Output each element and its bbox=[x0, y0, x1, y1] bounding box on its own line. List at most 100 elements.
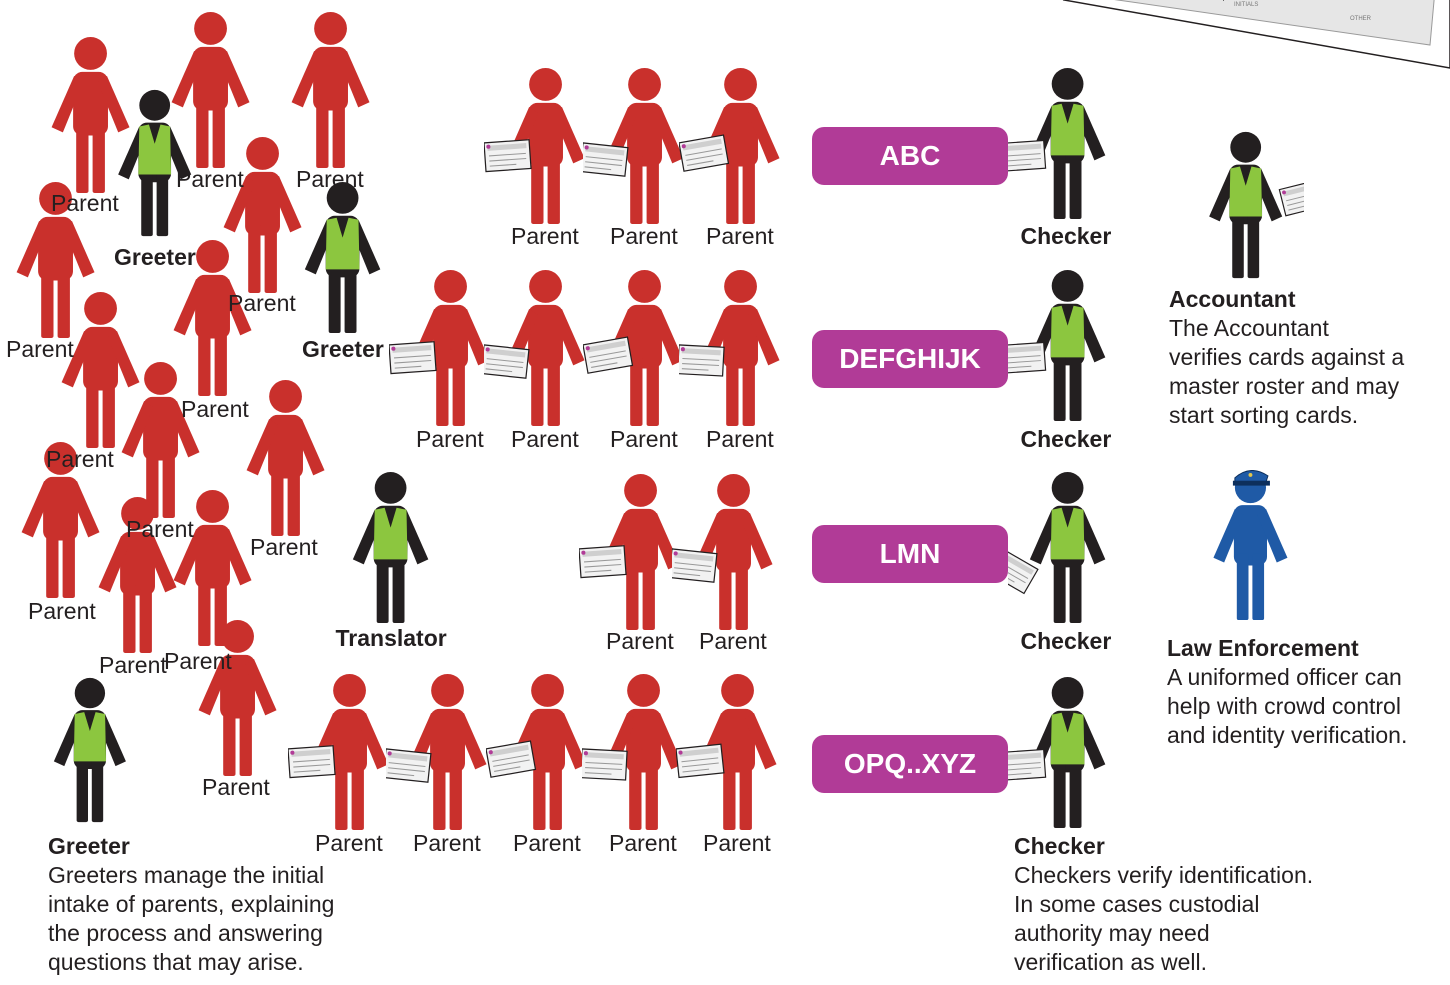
accountant-description-line: master roster and may bbox=[1169, 373, 1400, 399]
parent-label: Parent bbox=[610, 223, 678, 249]
parent-label: Parent bbox=[610, 426, 678, 452]
parent-label: Parent bbox=[413, 830, 481, 856]
accountant-description: Accountant The Accountant verifies cards… bbox=[1169, 285, 1404, 430]
parent-label: Parent bbox=[51, 190, 119, 216]
parent-label: Parent bbox=[28, 598, 96, 624]
translator-label: Translator bbox=[335, 625, 447, 651]
law-enforcement-officer-icon bbox=[1212, 470, 1287, 621]
parent-icon bbox=[98, 497, 177, 653]
parent-icon bbox=[173, 240, 252, 396]
greeter-description: Greeter Greeters manage the initial inta… bbox=[48, 832, 334, 977]
parent-icon bbox=[291, 12, 370, 168]
line-tag-opq-xyz: OPQ..XYZ bbox=[812, 735, 1008, 793]
parent-icon bbox=[171, 12, 250, 168]
parent-label: Parent bbox=[6, 336, 74, 362]
parent-label: Parent bbox=[181, 396, 249, 422]
accountant-description-line: start sorting cards. bbox=[1169, 402, 1359, 428]
line-tag-abc: ABC bbox=[812, 127, 1008, 185]
parent-with-card-icon bbox=[388, 270, 490, 426]
parent-label: Parent bbox=[416, 426, 484, 452]
parent-icon bbox=[198, 620, 277, 776]
greeter-label: Greeter bbox=[302, 336, 384, 362]
parent-label: Parent bbox=[703, 830, 771, 856]
parent-label: Parent bbox=[99, 652, 167, 678]
parent-with-card-icon bbox=[287, 674, 389, 830]
greeter-label: Greeter bbox=[114, 244, 196, 270]
checker-description-line: authority may need bbox=[1014, 920, 1210, 946]
parent-with-card-icon bbox=[582, 68, 684, 224]
roster-card-corner: INITIALS OTHER + bbox=[1062, 0, 1450, 69]
svg-text:+: + bbox=[1220, 0, 1227, 5]
parent-label: Parent bbox=[46, 446, 114, 472]
parent-label: Parent bbox=[250, 534, 318, 560]
parent-with-card-icon bbox=[483, 270, 585, 426]
parent-label: Parent bbox=[176, 166, 244, 192]
parent-with-card-icon bbox=[678, 68, 780, 224]
checker-description-title: Checker bbox=[1014, 833, 1105, 859]
accountant-description-line: verifies cards against a bbox=[1169, 344, 1405, 370]
checker-vest-icon bbox=[1008, 68, 1106, 219]
accountant-description-line: The Accountant bbox=[1169, 315, 1329, 341]
translator-vest-icon bbox=[353, 472, 429, 623]
greeter-description-title: Greeter bbox=[48, 833, 130, 859]
greeter-vest-icon bbox=[53, 677, 127, 823]
parent-icon bbox=[21, 442, 100, 598]
greeter-vest-icon bbox=[118, 89, 192, 237]
parent-with-card-icon bbox=[678, 270, 780, 426]
parent-with-card-icon bbox=[675, 674, 777, 830]
law-enforcement-description-line: and identity verification. bbox=[1167, 722, 1408, 748]
parent-label: Parent bbox=[511, 426, 579, 452]
greeter-description-line: Greeters manage the initial bbox=[48, 862, 325, 888]
parent-with-card-icon bbox=[671, 474, 773, 630]
law-enforcement-description: Law Enforcement A uniformed officer can … bbox=[1167, 634, 1407, 750]
law-enforcement-description-line: A uniformed officer can bbox=[1167, 664, 1402, 690]
parent-label: Parent bbox=[699, 628, 767, 654]
parent-with-card-icon bbox=[485, 674, 587, 830]
parent-label: Parent bbox=[315, 830, 383, 856]
law-enforcement-description-line: help with crowd control bbox=[1167, 693, 1401, 719]
parent-with-card-icon bbox=[581, 674, 683, 830]
parent-label: Parent bbox=[706, 426, 774, 452]
parent-icon bbox=[61, 292, 140, 448]
greeter-description-line: questions that may arise. bbox=[48, 949, 304, 975]
parent-with-card-icon bbox=[385, 674, 487, 830]
parent-icon bbox=[51, 37, 130, 193]
parent-icon bbox=[121, 362, 200, 518]
parent-icon bbox=[173, 490, 252, 646]
parent-label: Parent bbox=[609, 830, 677, 856]
checker-vest-icon bbox=[1008, 677, 1106, 828]
greeter-vest-icon bbox=[305, 182, 381, 333]
checker-label: Checker bbox=[1020, 426, 1112, 452]
parent-label: Parent bbox=[606, 628, 674, 654]
accountant-description-title: Accountant bbox=[1169, 286, 1296, 312]
parent-label: Parent bbox=[164, 648, 232, 674]
parent-label: Parent bbox=[202, 774, 270, 800]
checker-vest-icon bbox=[1008, 270, 1106, 421]
checker-vest-icon bbox=[1008, 472, 1106, 623]
parent-label: Parent bbox=[511, 223, 579, 249]
parent-icon bbox=[223, 137, 302, 293]
line-tag-lmn: LMN bbox=[812, 525, 1008, 583]
roster-card-field2: OTHER bbox=[1350, 16, 1372, 22]
checker-label: Checker bbox=[1020, 223, 1112, 249]
roster-card-field1: INITIALS bbox=[1234, 2, 1258, 8]
parent-label: Parent bbox=[513, 830, 581, 856]
parent-icon bbox=[16, 182, 95, 338]
parent-label: Parent bbox=[126, 516, 194, 542]
law-enforcement-description-title: Law Enforcement bbox=[1167, 635, 1359, 661]
parent-icon bbox=[246, 380, 325, 536]
checker-description-line: Checkers verify identification. bbox=[1014, 862, 1314, 888]
checker-description: Checker Checkers verify identification. … bbox=[1014, 832, 1313, 977]
line-tag-defghijk: DEFGHIJK bbox=[812, 330, 1008, 388]
accountant-vest-icon bbox=[1209, 131, 1304, 279]
parent-label: Parent bbox=[228, 290, 296, 316]
parent-label: Parent bbox=[706, 223, 774, 249]
checker-description-line: In some cases custodial bbox=[1014, 891, 1260, 917]
greeter-description-line: intake of parents, explaining bbox=[48, 891, 335, 917]
checker-label: Checker bbox=[1020, 628, 1112, 654]
greeter-description-line: the process and answering bbox=[48, 920, 323, 946]
parent-with-card-icon bbox=[483, 68, 585, 224]
parent-with-card-icon bbox=[582, 270, 684, 426]
checker-description-line: verification as well. bbox=[1014, 949, 1208, 975]
